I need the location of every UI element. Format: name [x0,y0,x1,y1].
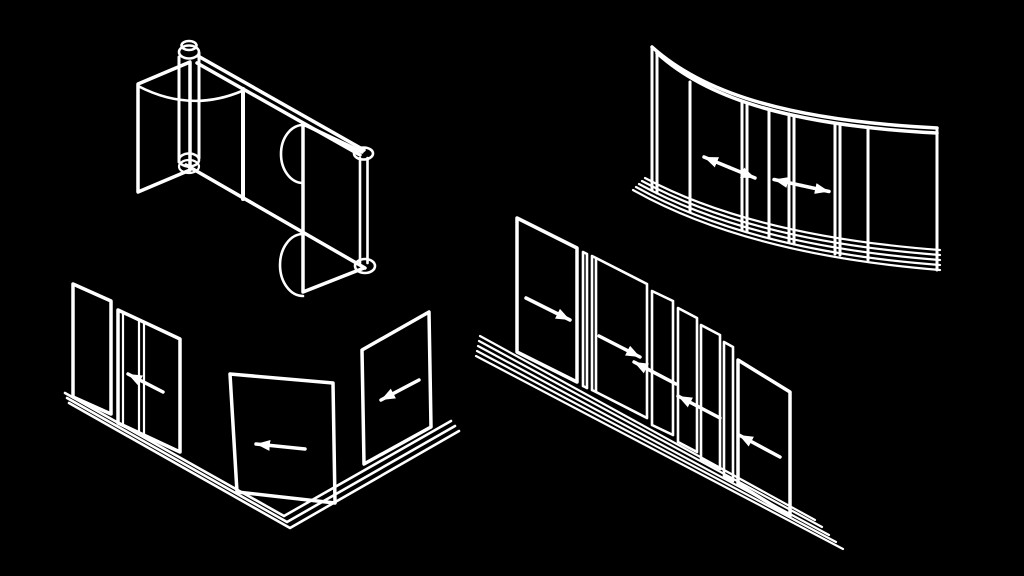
pivot-swing-door-diagram [136,39,377,298]
left-end-panel [515,216,579,384]
slide-arrow-left-3-icon [737,433,782,459]
corner-panel [228,372,337,505]
right-wall-panel [360,310,433,466]
corner-sliding-door-diagram [63,282,461,530]
slide-direction-arrow-double-1 [702,155,757,180]
curved-sliding-door-diagram [631,45,942,272]
corner-floor-track [63,391,461,530]
pivot-post [352,146,377,275]
slide-direction-arrow-double-2 [772,177,831,194]
curved-header-rail [650,45,939,135]
sliding-panel-stiles [121,310,146,437]
pivot-cylinder [177,39,201,175]
door-leaf [301,122,366,294]
sliding-panel [116,308,182,454]
slide-arrow-left-1-icon [632,360,678,386]
curved-floor-track [631,176,942,272]
left-stile [650,45,659,195]
slide-arrow-right-1-icon [524,296,572,322]
slide-arrow-up-left-icon [126,372,165,394]
door-swing-arcs [278,123,305,298]
slide-arrow-down-left-icon [379,378,421,402]
panel-mullions [688,80,939,272]
telescopic-sliding-door-diagram [474,216,845,551]
right-end-panel [736,358,792,518]
arrow-left-icon [772,177,804,188]
arrow-right-icon [727,165,757,180]
arrow-left-icon [702,155,732,170]
slide-arrow-right-2-icon [597,334,642,359]
side-panel [136,60,192,194]
arrow-right-icon [799,183,831,194]
telescoping-leaves [581,250,735,483]
swing-arc [136,84,244,103]
slide-arrow-left-icon [254,439,307,451]
floor-track [474,334,845,551]
fixed-panel [71,282,113,416]
slide-arrow-left-2-icon [676,394,722,420]
floor-rail [184,163,367,270]
